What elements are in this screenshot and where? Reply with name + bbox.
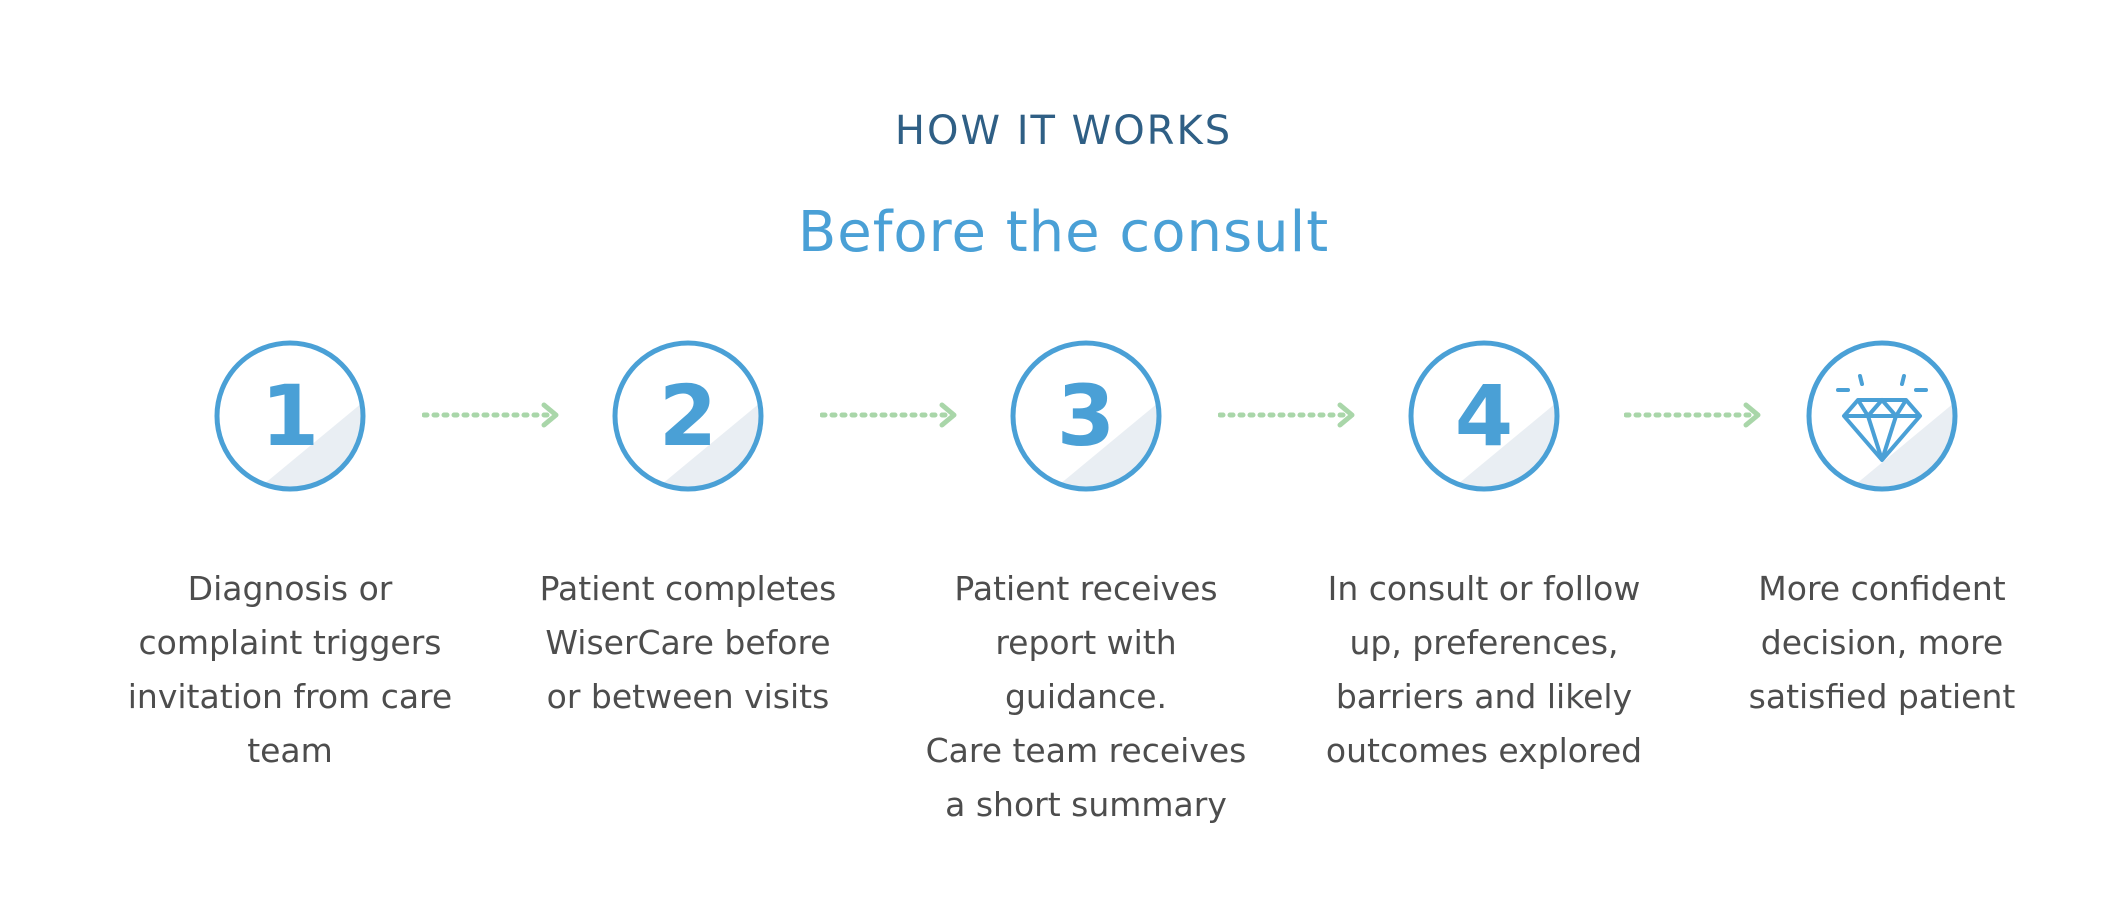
step-circle-graphic	[214, 340, 366, 492]
step-2-circle: 2	[610, 338, 766, 494]
description-line: guidance.	[1004, 677, 1168, 716]
step-1-description: Diagnosis or complaint triggers invitati…	[110, 562, 470, 778]
step-number: 3	[1056, 367, 1116, 465]
step-circle-graphic	[1010, 340, 1162, 492]
arrow-right-icon	[1624, 402, 1761, 428]
description-line: In consult or follow	[1327, 569, 1641, 608]
description-line: barriers and likely	[1335, 677, 1633, 716]
description-line: Patient completes	[539, 569, 837, 608]
step-4-circle: 4	[1406, 338, 1562, 494]
step-3-circle: 3	[1008, 338, 1164, 494]
step-circle-graphic	[612, 340, 764, 492]
arrow-right-icon	[422, 402, 559, 428]
step-5-circle	[1804, 338, 1960, 494]
description-line: report with	[995, 623, 1177, 662]
step-1-circle: 1	[212, 338, 368, 494]
description-line: Patient receives	[954, 569, 1218, 608]
section-eyebrow: HOW IT WORKS	[894, 108, 1233, 154]
arrow-right-icon	[820, 402, 957, 428]
step-4-description: In consult or follow up, preferences, ba…	[1304, 562, 1664, 778]
description-line: satisfied patient	[1748, 677, 2016, 716]
description-line: up, preferences,	[1349, 623, 1619, 662]
description-line: More confident	[1758, 569, 2006, 608]
description-line: team	[247, 731, 333, 770]
step-2-description: Patient completes WiserCare before or be…	[508, 562, 868, 724]
description-line: decision, more	[1760, 623, 2004, 662]
step-number: 1	[260, 367, 320, 465]
description-line: outcomes explored	[1325, 731, 1643, 770]
step-circle-graphic	[1408, 340, 1560, 492]
description-line: a short summary	[945, 785, 1227, 824]
description-line: Care team receives	[925, 731, 1247, 770]
description-line: invitation from care	[127, 677, 453, 716]
section-title: Before the consult	[797, 200, 1330, 265]
step-number: 2	[658, 367, 718, 465]
description-line: or between visits	[546, 677, 830, 716]
description-line: Diagnosis or	[187, 569, 393, 608]
description-line: complaint triggers	[138, 623, 442, 662]
step-5-description: More confident decision, more satisfied …	[1702, 562, 2062, 724]
diamond-icon	[1806, 340, 1958, 492]
step-number: 4	[1454, 367, 1514, 465]
arrow-right-icon	[1218, 402, 1355, 428]
step-3-description: Patient receives report with guidance. C…	[906, 562, 1266, 832]
description-line: WiserCare before	[545, 623, 831, 662]
